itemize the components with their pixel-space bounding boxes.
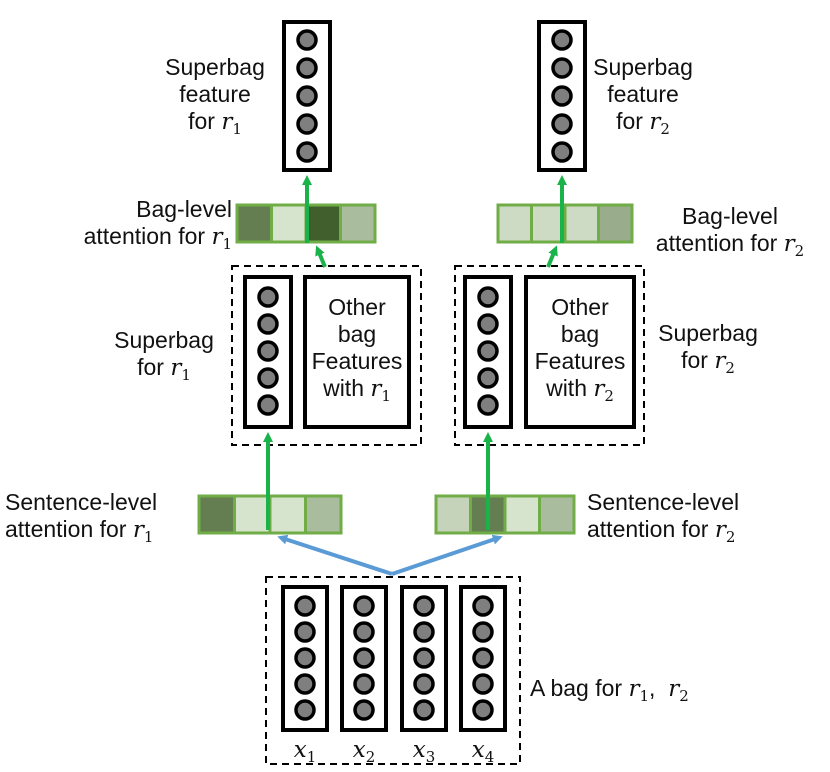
- other-bag-features-r2-label: Other bag Features with r2: [534, 294, 626, 405]
- vector-element-circle: [477, 367, 499, 389]
- arrow-superbag-r2-to-bag-att: [546, 245, 558, 268]
- superbag-feature-r1-label: Superbag feature for r1: [165, 54, 265, 138]
- arrow-bag-to-sent-att-r2: [391, 534, 503, 576]
- vector-element-circle: [257, 340, 279, 362]
- bag-level-attention-r2-bar: [496, 203, 634, 244]
- vector-element-circle: [296, 85, 318, 107]
- sentence-x3-label: x3: [412, 737, 436, 766]
- vector-element-circle: [477, 286, 499, 308]
- vector-element-circle: [296, 57, 318, 79]
- attention-cell: [268, 494, 307, 535]
- attention-cell: [339, 203, 377, 244]
- vector-element-circle: [353, 595, 375, 617]
- attention-cell: [233, 494, 272, 535]
- vector-element-circle: [257, 286, 279, 308]
- bag-group: [265, 576, 521, 765]
- attention-cell: [563, 203, 600, 244]
- vector-element-circle: [551, 85, 573, 107]
- sentence-level-attention-r2-bar: [434, 494, 576, 535]
- sentence-level-attention-r1-bar: [197, 494, 343, 535]
- attention-cell: [597, 203, 634, 244]
- vector-element-circle: [296, 113, 318, 135]
- superbag-r1-label: Superbag for r1: [114, 327, 214, 384]
- vector-element-circle: [257, 394, 279, 416]
- attention-cell: [530, 203, 567, 244]
- vector-element-circle: [296, 141, 318, 163]
- superbag-feature-r2-label: Superbag feature for r2: [593, 54, 693, 138]
- bag-label: A bag for r1, r2: [530, 675, 689, 705]
- attention-cell: [304, 203, 342, 244]
- vector-element-circle: [294, 699, 316, 721]
- vector-element-circle: [413, 595, 435, 617]
- vector-element-circle: [353, 647, 375, 669]
- bag-level-attention-r1-bar: [235, 203, 377, 244]
- other-bag-features-r2-box: [524, 275, 636, 429]
- vector-element-circle: [472, 699, 494, 721]
- bag-level-attention-r1-label: Bag-level attention for r1: [83, 196, 232, 253]
- vector-element-circle: [472, 621, 494, 643]
- vector-element-circle: [257, 313, 279, 335]
- vector-element-circle: [477, 394, 499, 416]
- vector-element-circle: [294, 673, 316, 695]
- vector-element-circle: [294, 647, 316, 669]
- attention-cell: [434, 494, 472, 535]
- vector-element-circle: [296, 29, 318, 51]
- superbag-r2-group: [454, 265, 645, 446]
- vector-element-circle: [472, 647, 494, 669]
- vector-element-circle: [477, 340, 499, 362]
- vector-element-circle: [472, 595, 494, 617]
- vector-element-circle: [353, 621, 375, 643]
- vector-element-circle: [413, 699, 435, 721]
- sentence-x2-label: x2: [352, 737, 376, 766]
- sentence-level-attention-r1-label: Sentence-level attention for r1: [5, 489, 158, 546]
- vector-element-circle: [294, 595, 316, 617]
- sentence-x4-label: x4: [471, 737, 495, 766]
- superbag-r1-group: [231, 265, 422, 446]
- vector-element-circle: [477, 313, 499, 335]
- vector-element-circle: [353, 699, 375, 721]
- attention-cell: [235, 203, 273, 244]
- attention-cell: [304, 494, 343, 535]
- attention-cell: [538, 494, 576, 535]
- attention-cell: [503, 494, 541, 535]
- attention-cell: [197, 494, 236, 535]
- other-bag-features-r1-box: [303, 275, 411, 429]
- attention-cell: [270, 203, 308, 244]
- arrow-superbag-r1-to-bag-att: [315, 245, 327, 268]
- vector-element-circle: [294, 621, 316, 643]
- vector-element-circle: [413, 647, 435, 669]
- superbag-r2-label: Superbag for r2: [658, 320, 758, 377]
- vector-element-circle: [551, 29, 573, 51]
- arrow-bag-to-sent-att-r1: [277, 534, 393, 576]
- vector-element-circle: [551, 113, 573, 135]
- vector-element-circle: [413, 673, 435, 695]
- vector-element-circle: [551, 57, 573, 79]
- vector-element-circle: [551, 141, 573, 163]
- vector-circles: [257, 29, 573, 721]
- sentence-level-attention-r2-label: Sentence-level attention for r2: [587, 489, 740, 546]
- bag-level-attention-r2-label: Bag-level attention for r2: [655, 203, 805, 260]
- vector-element-circle: [257, 367, 279, 389]
- vector-element-circle: [472, 673, 494, 695]
- attention-cell: [496, 203, 533, 244]
- vector-element-circle: [413, 621, 435, 643]
- other-bag-features-r1-label: Other bag Features with r1: [311, 294, 403, 405]
- sentence-x1-label: x1: [293, 737, 317, 766]
- vector-element-circle: [353, 673, 375, 695]
